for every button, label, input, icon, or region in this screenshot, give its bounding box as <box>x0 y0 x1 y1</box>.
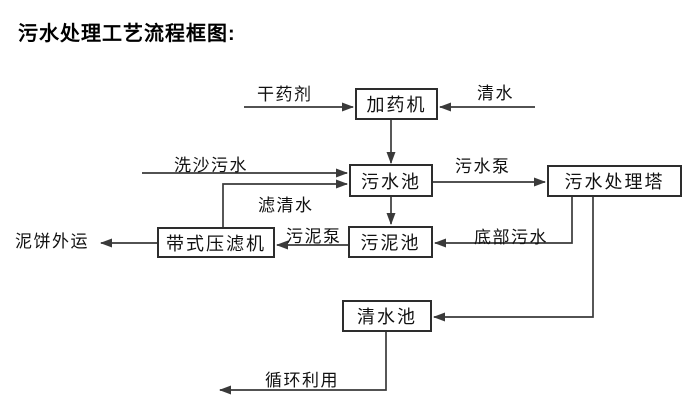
label-mud-cake-outbound: 泥饼外运 <box>15 232 89 251</box>
arrow-recycling-from-clean-water-pool <box>219 332 387 395</box>
node-clean-water-pool: 清水池 <box>342 300 432 332</box>
arrow-tower-to-clean-water-pool <box>433 197 594 322</box>
node-belt-filter-press: 带式压滤机 <box>157 227 275 258</box>
label-bottom-sewage: 底部污水 <box>474 228 548 247</box>
arrow-filtered-water-press-to-sewage-pool <box>222 179 348 227</box>
node-dosing-machine: 加药机 <box>355 88 438 120</box>
node-sewage-treatment-tower: 污水处理塔 <box>547 165 682 197</box>
label-recycling: 循环利用 <box>265 371 339 390</box>
label-sewage-pump: 污水泵 <box>455 157 511 176</box>
label-sludge-pump: 污泥泵 <box>286 227 342 246</box>
node-sludge-pool: 污泥池 <box>348 226 433 258</box>
diagram-title: 污水处理工艺流程框图: <box>18 23 236 45</box>
arrow-bottom-sewage-tower-to-sludge-pool <box>434 197 573 248</box>
label-dry-agent: 干药剂 <box>257 85 313 104</box>
label-clean-water: 清水 <box>477 84 514 103</box>
label-sand-washing-sewage: 洗沙污水 <box>174 156 248 175</box>
label-filtered-water: 滤清水 <box>258 196 314 215</box>
node-sewage-pool: 污水池 <box>349 164 433 197</box>
